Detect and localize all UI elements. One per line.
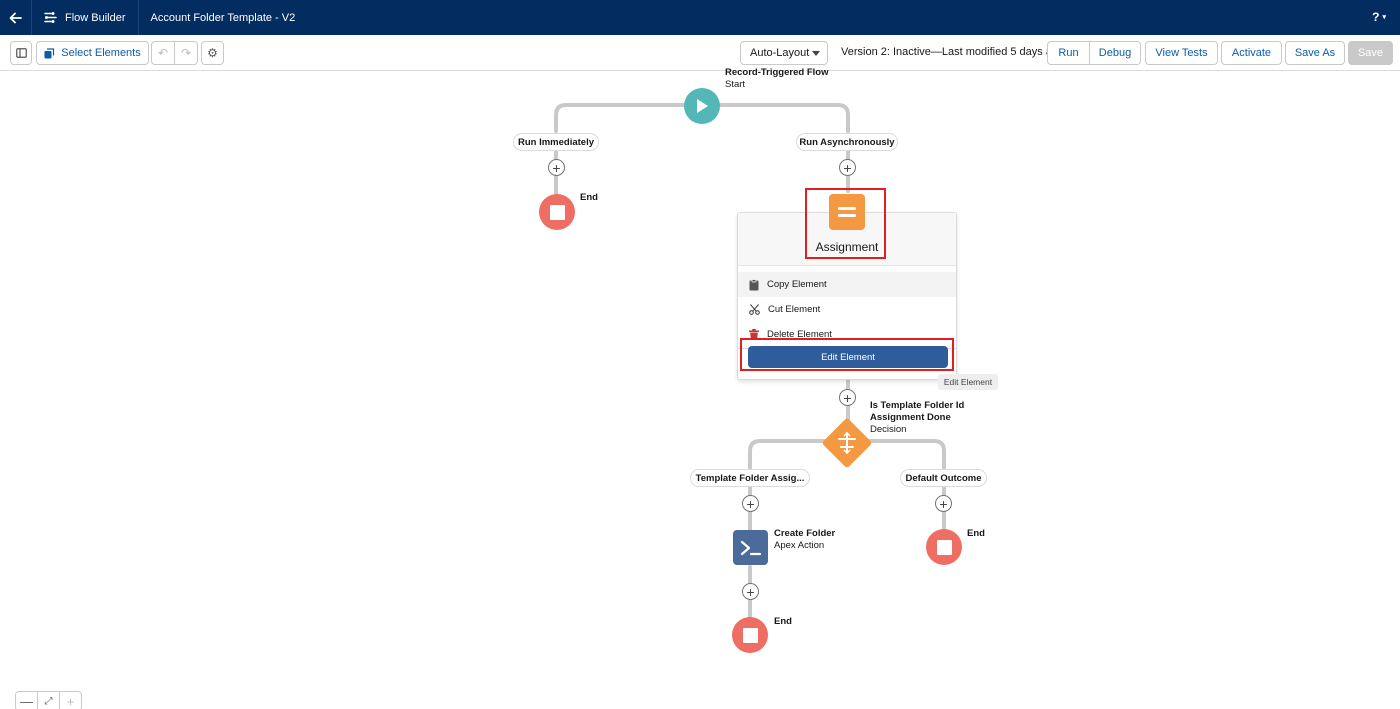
outcome-template-folder[interactable]: Template Folder Assig... (690, 469, 810, 487)
help-menu[interactable]: ? ▾ (1372, 10, 1386, 24)
zoom-in-button[interactable]: + (59, 691, 82, 709)
assignment-label: Assignment (815, 240, 879, 254)
trash-icon (749, 329, 759, 340)
redo-icon: ↷ (180, 46, 192, 60)
connector-lines (554, 103, 946, 633)
edit-element-button[interactable]: Edit Element (748, 346, 948, 368)
end-node[interactable] (926, 529, 962, 565)
decision-label: Is Template Folder Id Assignment Done De… (870, 400, 964, 436)
layout-select[interactable]: Auto-Layout (740, 41, 828, 65)
delete-element-menu-item[interactable]: Delete Element (738, 322, 956, 347)
layout-select-value: Auto-Layout (750, 47, 810, 59)
end-node[interactable] (539, 194, 575, 230)
global-header: Flow Builder Account Folder Template - V… (0, 0, 1400, 35)
end-label: End (774, 616, 792, 627)
cut-element-label: Cut Element (768, 304, 821, 315)
select-elements-button[interactable]: Select Elements (36, 41, 149, 65)
flow-title: Account Folder Template - V2 (150, 11, 296, 24)
delete-element-label: Delete Element (767, 329, 832, 340)
branch-run-asynchronously[interactable]: Run Asynchronously (796, 133, 898, 151)
add-element-button[interactable]: + (839, 389, 856, 406)
play-icon (697, 99, 708, 113)
version-status: Version 2: Inactive—Last modified 5 days… (841, 46, 1065, 58)
assignment-icon (838, 207, 856, 210)
activate-button[interactable]: Activate (1221, 41, 1282, 65)
scissors-icon (749, 304, 760, 315)
plus-icon: + (746, 495, 755, 512)
app-name: Flow Builder (65, 11, 126, 24)
add-element-button[interactable]: + (742, 583, 759, 600)
debug-button[interactable]: Debug (1089, 41, 1141, 65)
plus-icon: + (843, 159, 852, 176)
start-node-label: Record-Triggered Flow Start (725, 67, 828, 91)
arrow-left-icon (9, 12, 22, 23)
apex-icon (740, 540, 761, 555)
edit-element-tooltip: Edit Element (938, 374, 998, 390)
apex-subtitle: Apex Action (774, 540, 825, 551)
flow-icon (44, 12, 57, 23)
element-action-menu: Copy Element Cut Element Delete Element … (737, 212, 957, 380)
select-elements-label: Select Elements (61, 47, 141, 59)
plus-icon: + (552, 159, 561, 176)
apex-label: Create Folder Apex Action (774, 528, 835, 552)
copy-element-menu-item[interactable]: Copy Element (738, 272, 956, 297)
shrink-icon: ⤢ (44, 695, 53, 707)
caret-down-icon (812, 51, 820, 56)
chevron-down-icon: ▾ (1382, 14, 1386, 21)
back-button[interactable] (0, 0, 32, 35)
cut-element-menu-item[interactable]: Cut Element (738, 297, 956, 322)
settings-button[interactable]: ⚙ (201, 41, 224, 65)
view-tests-button[interactable]: View Tests (1145, 41, 1218, 65)
save-as-button[interactable]: Save As (1285, 41, 1345, 65)
assignment-highlight (805, 188, 886, 259)
start-node[interactable] (684, 88, 720, 124)
add-element-button[interactable]: + (839, 159, 856, 176)
start-node-subtitle: Start (725, 79, 746, 90)
plus-icon: + (843, 389, 852, 406)
add-element-button[interactable]: + (742, 495, 759, 512)
panel-icon (15, 48, 27, 58)
plus-icon: + (746, 583, 755, 600)
run-button[interactable]: Run (1047, 41, 1090, 65)
plus-icon: + (66, 693, 75, 709)
edit-button-highlight (740, 338, 954, 371)
apex-title: Create Folder (774, 528, 836, 539)
add-element-button[interactable]: + (548, 159, 565, 176)
undo-redo-group: ↶ ↷ (151, 41, 198, 65)
plus-icon: + (939, 495, 948, 512)
save-button[interactable]: Save (1348, 41, 1393, 65)
minus-icon: — (20, 693, 33, 709)
end-node[interactable] (732, 617, 768, 653)
branch-run-immediately[interactable]: Run Immediately (513, 133, 599, 151)
redo-button[interactable]: ↷ (174, 41, 198, 65)
clipboard-icon (749, 278, 759, 290)
copy-element-label: Copy Element (767, 279, 827, 290)
flow-canvas[interactable]: Record-Triggered Flow Start Run Immediat… (0, 67, 1400, 709)
undo-icon: ↶ (157, 46, 169, 60)
run-debug-group: Run Debug (1047, 41, 1141, 65)
decision-title-line2: Assignment Done (870, 412, 951, 423)
zoom-out-button[interactable]: — (15, 691, 38, 709)
assignment-node[interactable] (829, 194, 865, 230)
toolbar: Select Elements ↶ ↷ ⚙ Auto-Layout Versio… (0, 35, 1400, 71)
app-name-section: Flow Builder (32, 0, 139, 35)
gear-icon: ⚙ (207, 46, 218, 60)
decision-title-line1: Is Template Folder Id (870, 400, 965, 411)
fit-view-button[interactable]: ⤢ (37, 691, 60, 709)
undo-button[interactable]: ↶ (151, 41, 175, 65)
start-node-title: Record-Triggered Flow (725, 67, 829, 78)
apex-action-node[interactable] (733, 530, 768, 565)
decision-icon (838, 432, 856, 454)
add-element-button[interactable]: + (935, 495, 952, 512)
select-elements-icon (44, 47, 55, 58)
zoom-controls: — ⤢ + (15, 691, 82, 709)
end-label: End (967, 528, 985, 539)
toggle-panel-button[interactable] (10, 41, 32, 65)
end-label: End (580, 192, 598, 203)
outcome-default[interactable]: Default Outcome (900, 469, 987, 487)
help-icon: ? (1372, 10, 1380, 24)
decision-subtitle: Decision (870, 424, 907, 435)
